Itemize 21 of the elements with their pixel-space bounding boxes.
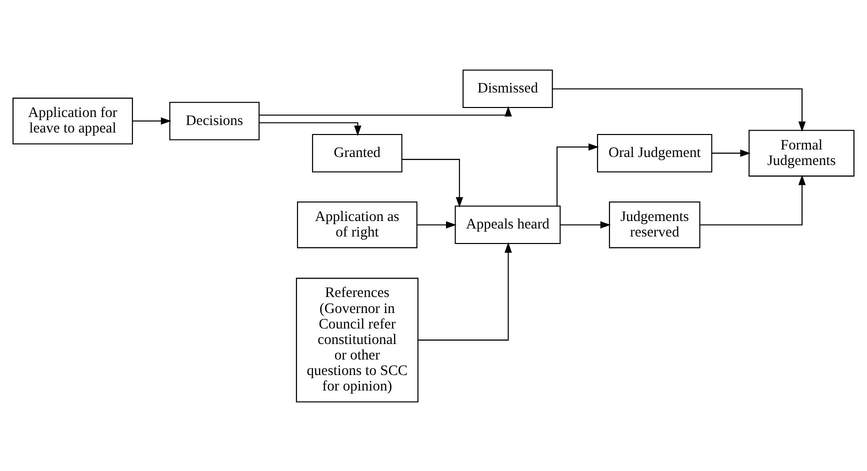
node-box: Application as of right xyxy=(296,200,418,248)
arrow xyxy=(560,220,611,228)
node-box: Granted xyxy=(312,134,402,172)
node-box: Appeals heard xyxy=(454,205,561,244)
node-box: Formal Judgements xyxy=(748,129,854,176)
node-box: Decisions xyxy=(169,101,260,140)
node-box: Dismissed xyxy=(462,69,553,108)
arrow xyxy=(259,106,512,116)
arrow xyxy=(259,122,362,136)
node-box: References (Governor in Council refer constitutional or other questions to SCC for opinion) xyxy=(296,277,418,402)
arrow xyxy=(402,158,464,207)
arrow xyxy=(556,142,599,206)
node-box: Oral Judgement xyxy=(597,134,712,172)
arrow xyxy=(712,149,751,156)
node-box: Application for leave to appeal xyxy=(12,97,133,144)
arrow xyxy=(417,220,456,228)
arrow xyxy=(132,116,172,124)
node-box: Judgements reserved xyxy=(608,200,700,248)
arrow xyxy=(552,88,806,132)
arrow xyxy=(700,174,806,225)
arrow xyxy=(418,242,512,340)
